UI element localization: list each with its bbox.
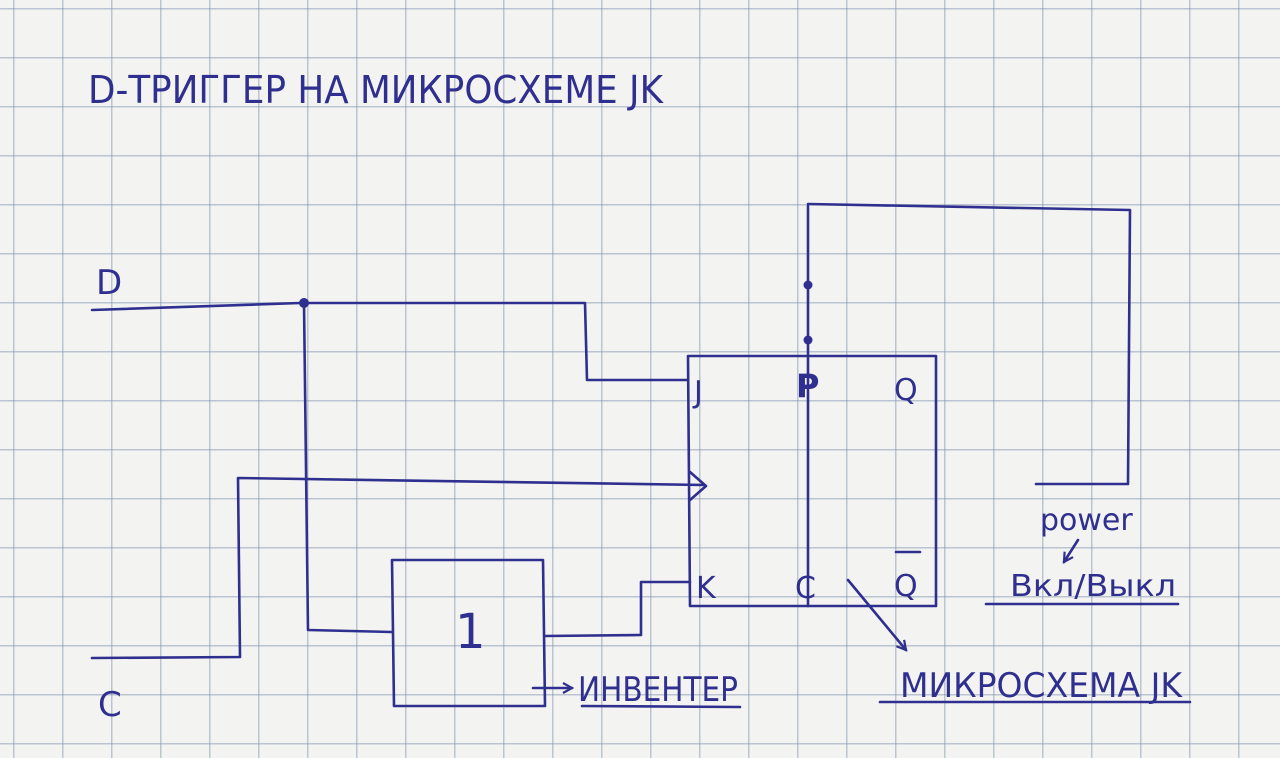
d-input-wire: [90, 298, 690, 382]
input-label-c: C: [98, 685, 122, 725]
power-loop-wire: [806, 202, 1132, 486]
pin-j: J: [692, 375, 703, 410]
pin-p: P: [796, 367, 819, 405]
chip-arrow-icon: [846, 578, 906, 650]
p-dot-lower: [803, 335, 813, 345]
diagram-title: D-ТРИГГЕР НА МИКРОСХЕМЕ JK: [88, 68, 664, 112]
jk-chip: J K P C Q Q: [686, 204, 938, 608]
c-input-wire: [90, 476, 706, 660]
pin-q: Q: [894, 373, 918, 408]
power-switch-label: Вкл/Выкл: [1010, 569, 1176, 604]
d-to-inverter-wire: [302, 301, 394, 634]
inverter-caption: ИНВЕНТЕР: [578, 670, 738, 710]
pin-c: C: [795, 571, 816, 606]
power-arrow-icon: [1062, 538, 1080, 562]
pin-k: K: [696, 571, 717, 606]
clock-arrow-icon: [688, 470, 708, 502]
inverter-caption-underline: [580, 704, 742, 709]
power-label: power: [1040, 503, 1133, 538]
pin-qbar: Q: [894, 569, 918, 604]
jk-chip-caption: МИКРОСХЕМА JK: [900, 666, 1184, 706]
input-label-d: D: [96, 263, 122, 303]
inverter-block: 1: [390, 558, 547, 708]
inverter-symbol: 1: [455, 604, 486, 660]
inverter-to-k-wire: [543, 580, 692, 638]
p-dot-upper: [803, 280, 813, 290]
